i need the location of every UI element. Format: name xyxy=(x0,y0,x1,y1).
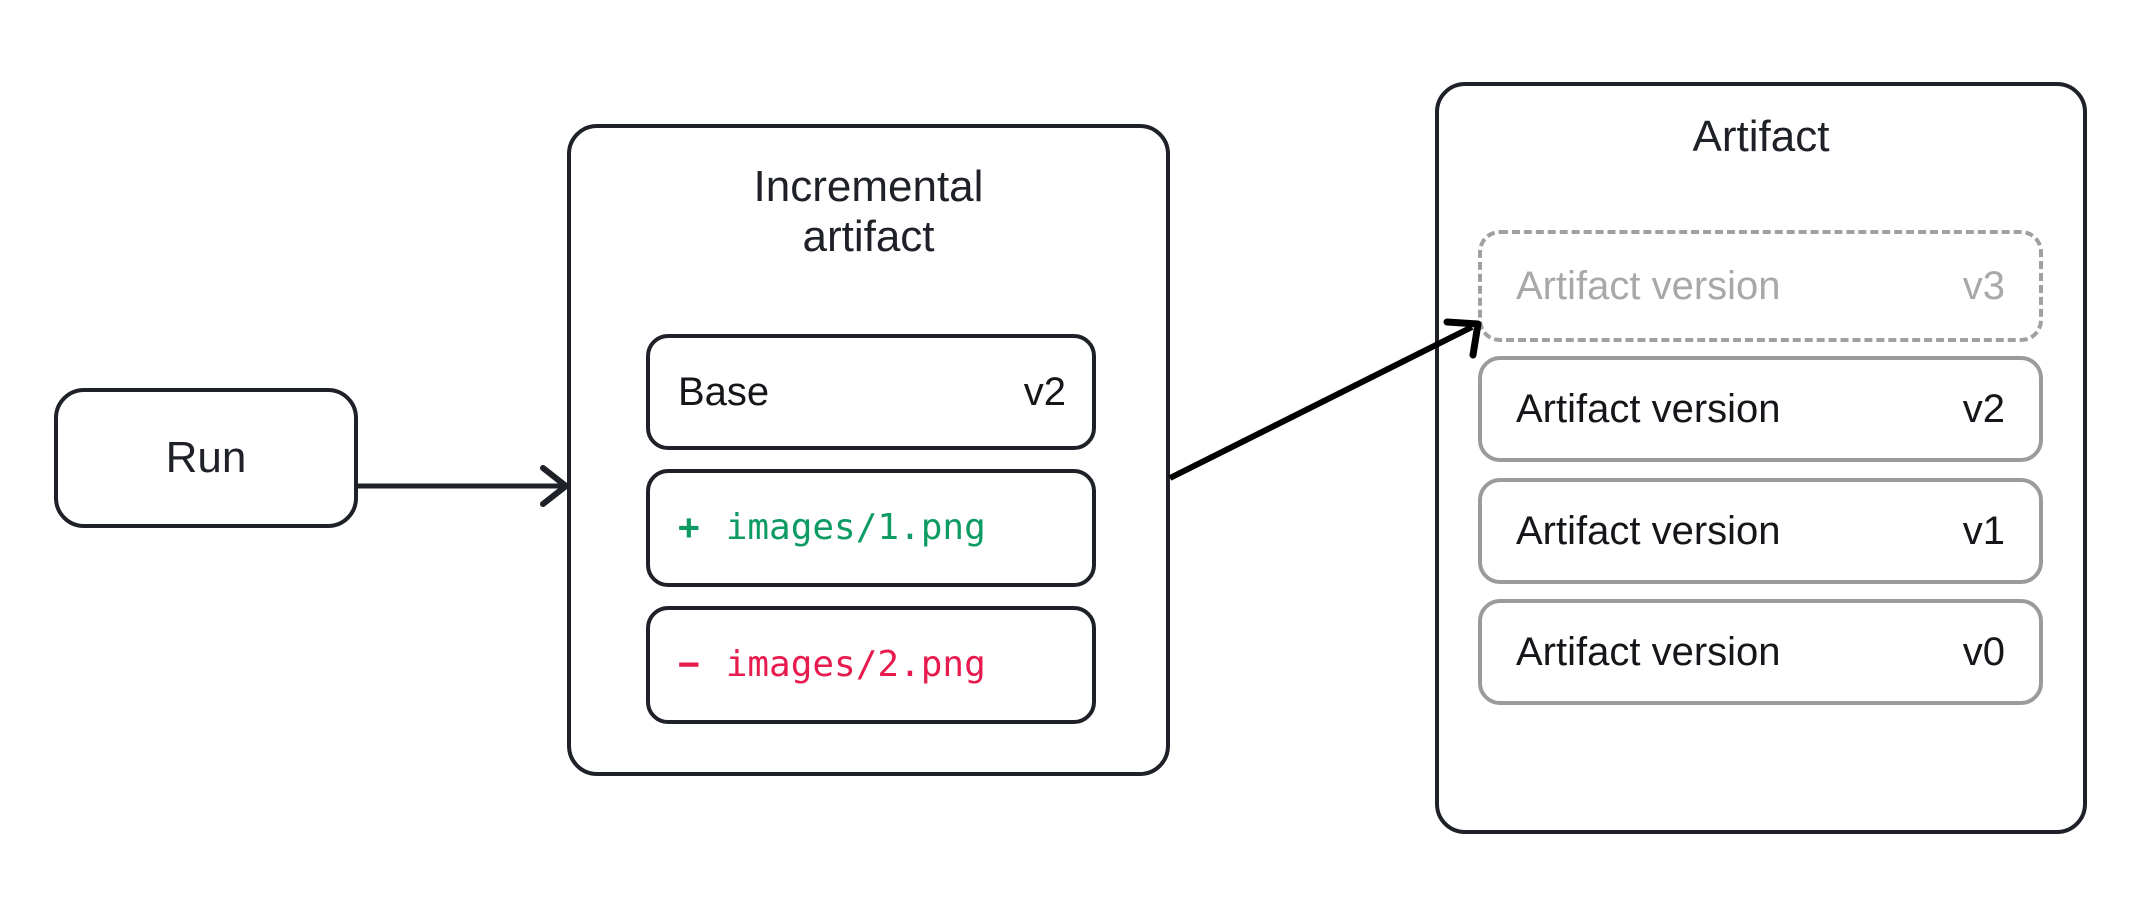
artifact-version-row-v2-value: v2 xyxy=(1962,387,2005,431)
artifact-version-row-v3-label: Artifact version xyxy=(1516,264,1781,308)
plus-icon: + xyxy=(678,507,700,548)
artifact-version-row-v3[interactable]: Artifact version v3 xyxy=(1478,230,2043,342)
incremental-row-base-label: Base xyxy=(678,370,770,414)
minus-icon: − xyxy=(678,644,700,685)
incremental-artifact-group[interactable]: Incremental artifact Base v2 + images/1.… xyxy=(567,124,1170,776)
artifact-version-row-v2[interactable]: Artifact version v2 xyxy=(1478,356,2043,462)
incremental-row-base[interactable]: Base v2 xyxy=(646,334,1096,450)
run-node-label: Run xyxy=(165,433,247,482)
incremental-row-added-text: + images/1.png xyxy=(678,510,986,546)
incremental-artifact-title: Incremental artifact xyxy=(753,162,984,261)
artifact-version-row-v1-value: v1 xyxy=(1962,509,2005,553)
artifact-version-row-v2-label: Artifact version xyxy=(1516,387,1781,431)
artifact-title: Artifact xyxy=(1692,112,1830,161)
artifact-version-row-v3-value: v3 xyxy=(1962,264,2005,308)
incremental-row-deleted-text: − images/2.png xyxy=(678,647,986,683)
incremental-row-deleted[interactable]: − images/2.png xyxy=(646,606,1096,724)
incremental-row-deleted-path: images/2.png xyxy=(725,644,986,685)
artifact-version-row-v1-label: Artifact version xyxy=(1516,509,1781,553)
artifact-group[interactable]: Artifact Artifact version v3 Artifact ve… xyxy=(1435,82,2087,834)
incremental-row-base-version: v2 xyxy=(1023,370,1066,414)
incremental-row-added[interactable]: + images/1.png xyxy=(646,469,1096,587)
artifact-version-row-v1[interactable]: Artifact version v1 xyxy=(1478,478,2043,584)
incremental-row-added-path: images/1.png xyxy=(725,507,986,548)
arrow-run-to-incremental xyxy=(358,465,569,507)
artifact-version-row-v0[interactable]: Artifact version v0 xyxy=(1478,599,2043,705)
artifact-version-row-v0-label: Artifact version xyxy=(1516,630,1781,674)
run-node[interactable]: Run xyxy=(54,388,358,528)
arrow-incremental-to-artifact xyxy=(1168,318,1482,481)
artifact-version-row-v0-value: v0 xyxy=(1962,630,2005,674)
